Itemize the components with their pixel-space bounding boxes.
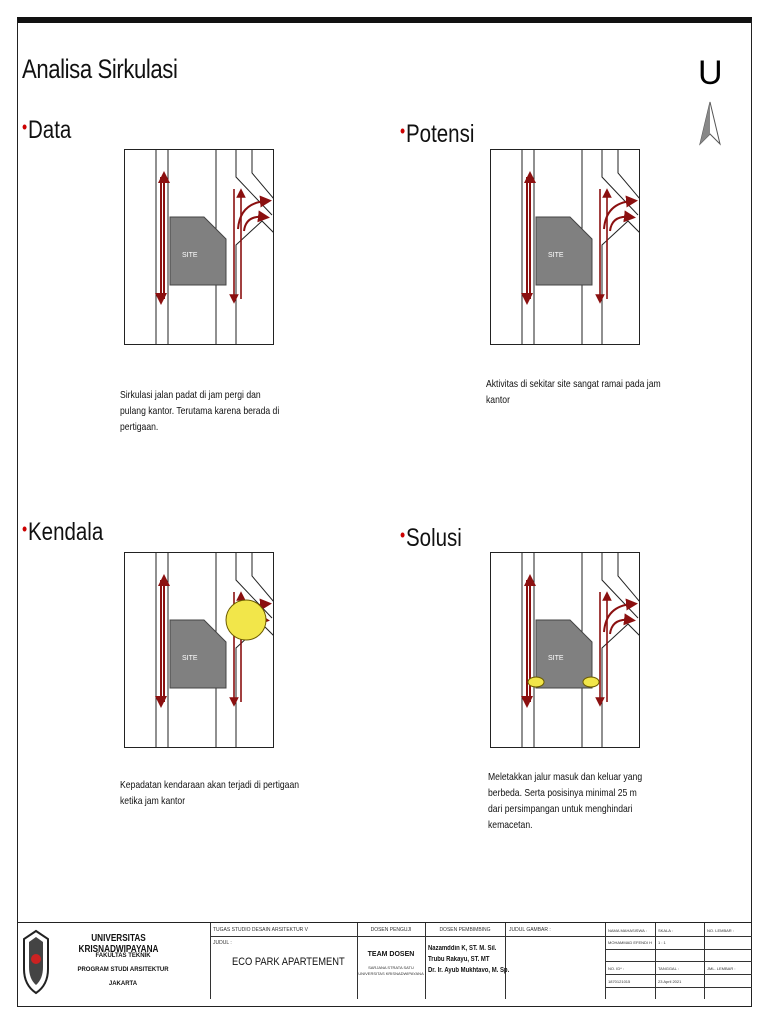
section-title-potensi: •Potensi — [400, 120, 475, 148]
site-block — [169, 619, 227, 689]
dosen-penguji-label: DOSEN PENGUJI — [370, 927, 412, 933]
section-title-kendala: •Kendala — [22, 518, 104, 546]
road-edge — [617, 149, 640, 200]
site-diagram: SITE — [124, 552, 274, 748]
section-description: Kepadatan kendaraan akan terjadi di pert… — [120, 779, 300, 807]
north-arrow-icon: U — [698, 54, 723, 146]
title-block: UNIVERSITAS KRISNADWIPAYANA FAKULTAS TEK… — [17, 922, 752, 999]
bullet-icon: • — [400, 525, 406, 545]
judul-label: JUDUL : — [213, 940, 232, 946]
road-edge — [617, 552, 640, 603]
nim-label: NO. ID* : — [608, 966, 625, 971]
team-sub1: SARJANA STRATA SATU — [368, 965, 414, 970]
panel-frame — [124, 552, 274, 748]
page-title: Analisa Sirkulasi — [22, 54, 178, 84]
program-name: PROGRAM STUDI ARSITEKTUR — [77, 967, 169, 973]
project-title: ECO PARK APARTEMENT — [232, 956, 345, 968]
skala-label: SKALA : — [658, 928, 673, 933]
team-dosen: TEAM DOSEN — [367, 951, 415, 958]
site-block — [169, 216, 227, 286]
pembimbing-2: Trubu Rakayu, ST. MT — [428, 956, 490, 963]
pembimbing-1: Nazamddin K, ST. M. Sil. — [428, 945, 497, 952]
city-name: JAKARTA — [108, 981, 138, 987]
faculty-name: FAKULTAS TEKNIK — [95, 953, 151, 959]
tanggal-value: 23 April 2021 — [658, 979, 682, 984]
task-label: TUGAS STUDIO DESAIN ARSITEKTUR V — [213, 927, 309, 933]
bullet-icon: • — [22, 519, 28, 539]
traffic-arrow-turn — [603, 598, 638, 633]
judul-gambar-label: JUDUL GAMBAR : — [509, 927, 551, 933]
exit-marker — [582, 676, 600, 688]
team-sub2: UNIVERSITAS KRISNADWIPAYANA — [358, 971, 424, 976]
site-diagram: SITE — [490, 149, 640, 345]
north-letter: U — [698, 54, 723, 92]
no-lembar-label: NO. LEMBAR : — [707, 928, 734, 933]
tanggal-label: TANGGAL : — [658, 966, 679, 971]
nim-value: 1870121015 — [608, 979, 631, 984]
entrance-marker — [527, 676, 545, 688]
section-description: Aktivitas di sekitar site sangat ramai p… — [486, 378, 661, 406]
section-title-data: •Data — [22, 116, 72, 144]
section-description: Meletakkan jalur masuk dan keluar yang b… — [488, 771, 643, 831]
skala-value: 1 : 1 — [658, 940, 666, 945]
traffic-arrow-turn — [603, 195, 638, 230]
section-title-solusi: •Solusi — [400, 524, 462, 552]
nama-value: MOHAMMAD EFENDI H — [608, 940, 652, 945]
nama-label: NAMA MAHASISWA : — [608, 928, 647, 933]
site-diagram: SITE — [490, 552, 640, 748]
congestion-highlight — [225, 599, 267, 641]
site-label: SITE — [548, 655, 564, 662]
jml-lembar-label: JML. LEMBAR : — [707, 966, 736, 971]
sheet-border — [17, 17, 752, 1007]
site-label: SITE — [548, 252, 564, 259]
road-edge — [251, 552, 274, 603]
university-logo-icon — [23, 929, 49, 995]
traffic-arrow-turn — [609, 613, 636, 635]
section-description: Sirkulasi jalan padat di jam pergi dan p… — [120, 389, 280, 433]
traffic-arrow-turn — [243, 210, 270, 232]
traffic-arrow-turn — [237, 195, 272, 230]
road-edge — [251, 149, 274, 200]
university-name: UNIVERSITAS KRISNADWIPAYANA — [78, 933, 159, 955]
site-label: SITE — [182, 252, 198, 259]
traffic-arrow-turn — [609, 210, 636, 232]
dosen-pembimbing-label: DOSEN PEMBIMBING — [439, 927, 491, 933]
bullet-icon: • — [400, 121, 406, 141]
site-block — [535, 216, 593, 286]
site-label: SITE — [182, 655, 198, 662]
bullet-icon: • — [22, 117, 28, 137]
site-diagram: SITE — [124, 149, 274, 345]
pembimbing-3: Dr. Ir. Ayub Mukhtavo, M. Sp. — [428, 967, 510, 974]
